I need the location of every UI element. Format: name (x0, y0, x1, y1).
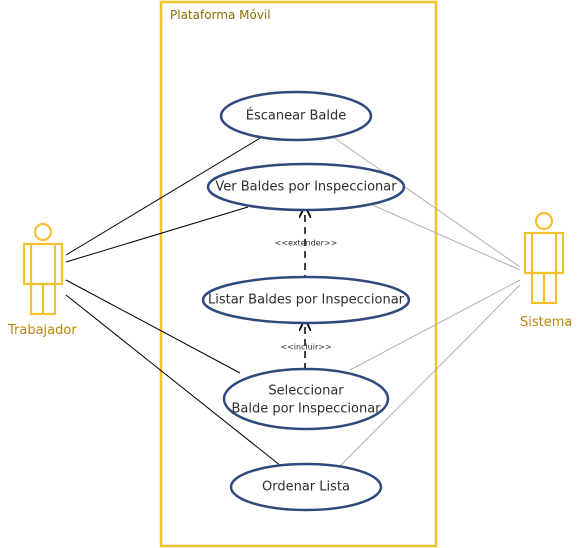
usecase-seleccionar (222, 367, 390, 431)
assoc-worker-seleccionar (65, 279, 241, 374)
usecase-ver (206, 162, 406, 212)
usecase-escanear-label: Éscanear Balde (245, 108, 347, 124)
assoc-sistema-ordenar (339, 284, 521, 467)
system-boundary (159, 0, 438, 548)
assoc-sistema-seleccionar (349, 279, 521, 371)
worker-associations (65, 136, 282, 467)
usecase-listar (201, 275, 411, 325)
usecase-ordenar-label: Ordenar Lista (262, 479, 350, 495)
assoc-worker-ver (65, 206, 249, 263)
assoc-sistema-ver (367, 202, 521, 271)
usecase-ver-label: Ver Baldes por Inspeccionar (215, 179, 397, 195)
assoc-worker-escanear (65, 136, 263, 256)
actor-system-icon (523, 211, 565, 305)
include-stereotype: <<incluir>> (280, 342, 332, 352)
assoc-sistema-escanear (332, 136, 521, 268)
actor-worker-label: Trabajador (8, 323, 77, 338)
usecase-listar-label: Listar Baldes por Inspeccionar (207, 292, 405, 308)
extend-stereotype: <<extender>> (274, 238, 338, 248)
actor-worker-icon (22, 222, 64, 316)
assoc-worker-ordenar (65, 294, 282, 467)
usecase-escanear (219, 90, 373, 142)
usecase-seleccionar-label-line1: Seleccionar (268, 383, 344, 399)
usecase-ordenar (229, 462, 383, 512)
usecase-seleccionar-label-line2: Balde por Inspeccionar (231, 401, 381, 417)
system-associations (332, 136, 521, 467)
system-title: Plataforma Móvil (170, 8, 271, 22)
actor-system-label: Sistema (520, 315, 573, 330)
